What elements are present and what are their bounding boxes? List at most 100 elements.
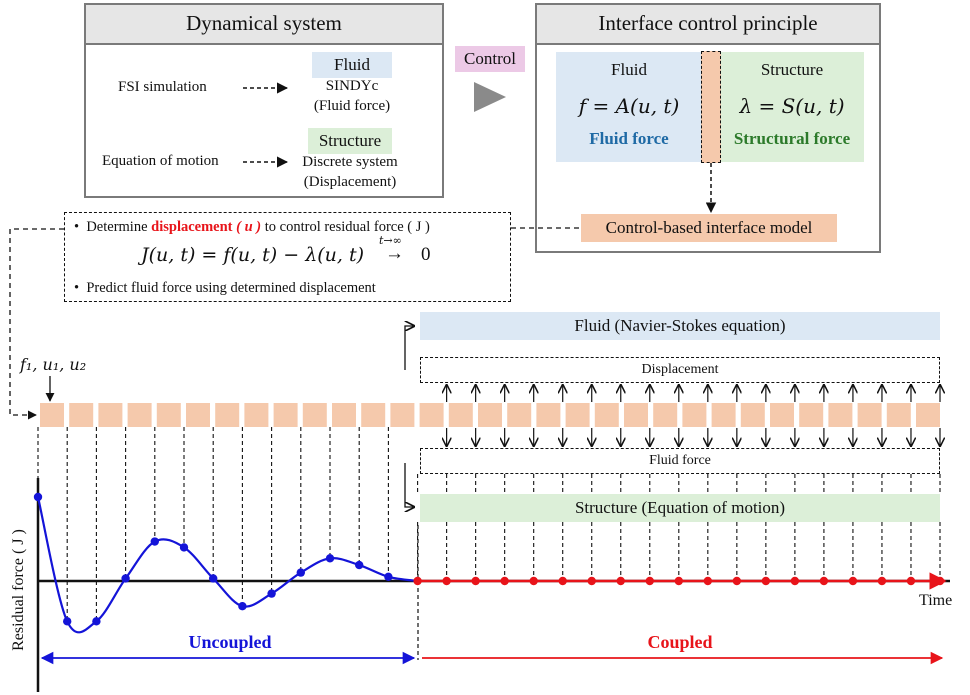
fluid-tag: Fluid: [312, 52, 392, 78]
initial-conditions-label: f₁, u₁, u₂: [20, 355, 87, 374]
time-step-square: [361, 403, 386, 427]
uncoupled-point: [384, 572, 393, 581]
time-axis-label: Time: [919, 592, 953, 609]
coupled-point: [819, 576, 829, 586]
time-step-square: [302, 403, 327, 427]
coupled-point: [790, 576, 800, 586]
fluid-navier-stokes-band: Fluid (Navier-Stokes equation): [420, 312, 940, 340]
time-step-square: [186, 403, 210, 427]
time-step-square: [69, 403, 94, 427]
limit-arrow: →: [385, 243, 404, 264]
explanation-box: [64, 212, 511, 302]
time-step-square: [624, 403, 648, 427]
time-step-square: [682, 403, 707, 427]
time-step-square: [828, 403, 853, 427]
uncoupled-point: [179, 543, 189, 552]
displacement-band: Displacement: [420, 357, 940, 383]
uncoupled-point: [238, 602, 247, 611]
coupled-point: [529, 576, 538, 586]
time-step-square: [478, 403, 502, 427]
fluid-region: [556, 52, 702, 162]
structure-equation-band: Structure (Equation of motion): [420, 494, 940, 522]
time-step-square: [507, 403, 532, 427]
fluid-equation: f = A(u, t): [578, 94, 680, 118]
fsi-simulation-label: FSI simulation: [118, 79, 207, 95]
dynamical-system-title: Dynamical system: [86, 5, 442, 45]
uncoupled-point: [121, 574, 130, 583]
time-step-square: [332, 403, 356, 427]
uncoupled-point: [325, 554, 335, 563]
limit-value: 0: [421, 244, 431, 265]
bullet-dot: •: [74, 219, 87, 235]
fluid-force-paren-label: (Fluid force): [313, 98, 391, 114]
time-step-square: [156, 403, 181, 427]
coupled-point: [703, 576, 713, 586]
residual-equation: J(u, t) = f(u, t) − λ(u, t): [141, 244, 365, 266]
uncoupled-point: [355, 560, 364, 570]
time-step-square: [127, 403, 152, 427]
uncoupled-point: [92, 617, 101, 626]
bullet-predict: • Predict fluid force using determined d…: [74, 280, 376, 297]
time-step-square: [98, 403, 123, 427]
uncoupled-point: [267, 589, 276, 598]
coupled-point: [471, 576, 480, 586]
time-step-square: [244, 403, 269, 427]
time-step-square: [770, 403, 794, 427]
uncoupled-point: [296, 568, 305, 577]
displacement-highlight: displacement: [151, 219, 233, 235]
coupled-point: [935, 576, 945, 586]
explain-to-timeline-link: [9, 228, 64, 420]
displacement-band-label: Displacement: [641, 362, 719, 377]
fluid-force-band: Fluid force: [420, 448, 940, 474]
time-step-square: [740, 403, 765, 427]
time-step-square: [594, 403, 619, 427]
displacement-variable: ( u ): [236, 219, 262, 235]
structural-force-label: Structural force: [733, 129, 851, 148]
coupled-point: [442, 576, 451, 586]
fluid-band-bracket: [404, 326, 414, 370]
dynamical-system-panel: Dynamical system: [84, 3, 444, 198]
interface-strip: [701, 51, 721, 163]
coupled-point: [732, 576, 742, 586]
coupled-point: [558, 576, 567, 586]
coupled-point: [413, 576, 422, 586]
bullet2-text: Predict fluid force using determined dis…: [86, 280, 376, 296]
discrete-system-label: Discrete system: [302, 154, 398, 170]
structure-band-bracket: [404, 463, 414, 507]
uncoupled-point: [150, 537, 159, 546]
bullet1-suffix: to control residual force ( J ): [261, 219, 430, 235]
coupled-point: [848, 576, 858, 586]
fluid-force-label: Fluid force: [589, 129, 669, 148]
time-step-square: [215, 403, 240, 427]
limit-over: t→∞: [379, 234, 402, 247]
equation-of-motion-label: Equation of motion: [102, 153, 219, 169]
uncoupled-point: [33, 492, 43, 502]
structure-equation: λ = S(u, t): [739, 94, 845, 118]
time-step-square: [711, 403, 736, 427]
control-based-interface-model: Control-based interface model: [581, 214, 837, 242]
sindyc-label: SINDYc: [325, 78, 379, 94]
time-step-square: [886, 403, 911, 427]
time-step-square: [916, 403, 940, 427]
uncoupled-point: [62, 617, 72, 626]
time-step-square: [40, 403, 64, 427]
fluid-force-band-label: Fluid force: [649, 453, 711, 468]
coupled-point: [616, 576, 625, 586]
time-step-square: [799, 403, 824, 427]
interface-control-title: Interface control principle: [537, 5, 879, 45]
coupled-point: [500, 576, 509, 586]
coupled-point: [761, 576, 771, 586]
bullet-determine: • Determine displacement ( u ) to contro…: [74, 219, 430, 236]
time-step-square: [565, 403, 590, 427]
coupled-point: [906, 576, 916, 586]
coupled-point: [877, 576, 887, 586]
time-step-square: [653, 403, 678, 427]
control-arrow-icon: [474, 82, 506, 112]
time-step-square: [448, 403, 473, 427]
coupled-point: [587, 576, 596, 586]
uncoupled-point: [209, 574, 218, 583]
time-step-square: [857, 403, 882, 427]
interface-structure-label: Structure: [760, 60, 824, 79]
bullet-dot: •: [74, 280, 87, 296]
